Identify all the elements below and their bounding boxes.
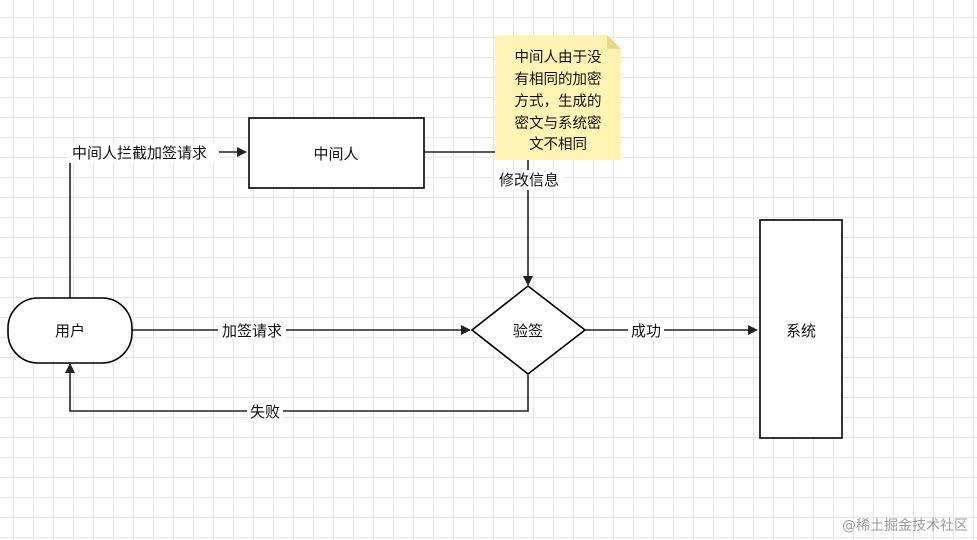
node-middleman-label: 中间人 [313,145,358,163]
edge-failure [65,363,529,412]
node-user-label: 用户 [55,322,85,340]
node-middleman [248,117,425,189]
edge-failure-label: 失败 [250,403,280,421]
note-line-3: 方式，生成的 [515,93,602,110]
node-system [759,219,843,439]
node-verify [470,284,587,376]
note-line-2: 有相同的加密 [515,71,602,88]
watermark: @稀土掘金技术社区 [842,518,968,534]
note-line-1: 中间人由于没 [515,49,602,66]
sticky-note: 中间人由于没 有相同的加密 方式，生成的 密文与系统密 文不相同 [495,35,621,160]
node-user [7,297,133,364]
edge-sign-request-label: 加签请求 [222,322,282,340]
note-line-5: 文不相同 [529,136,587,153]
edge-modify-label: 修改信息 [499,171,559,189]
edge-intercept-label: 中间人拦截加签请求 [72,144,207,162]
note-line-4: 密文与系统密 [515,115,602,132]
edge-intercept [69,147,247,298]
edge-success-label: 成功 [631,322,661,340]
node-system-label: 系统 [786,322,816,340]
node-verify-label: 验签 [513,322,543,340]
